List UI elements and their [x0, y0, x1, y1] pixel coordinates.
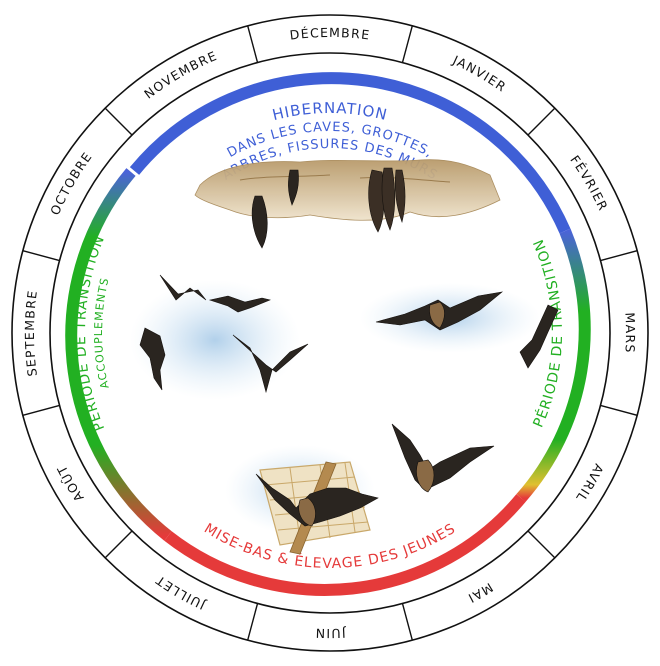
cave-rock-illustration [195, 160, 500, 221]
month-label-mars: MARS [622, 312, 638, 354]
month-label-juin: JUIN [314, 626, 347, 641]
